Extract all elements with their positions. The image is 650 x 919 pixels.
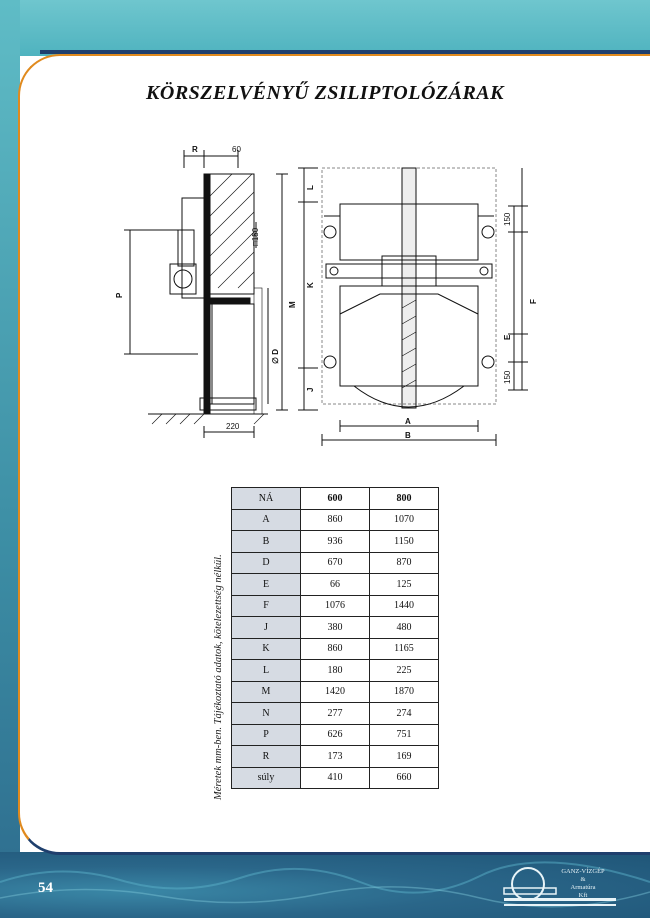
dim-label-f: F <box>529 299 538 304</box>
bottom-wave-decoration <box>0 861 650 908</box>
dim-label-r: R <box>192 145 198 154</box>
row-value-800: 870 <box>369 551 439 574</box>
header-cell-800: 800 <box>369 487 439 510</box>
row-label: L <box>231 659 301 682</box>
row-label: súly <box>231 766 301 789</box>
row-value-800: 125 <box>369 573 439 596</box>
dim-label-b: B <box>405 431 411 440</box>
left-band <box>0 0 20 918</box>
row-value-600: 1076 <box>300 594 370 617</box>
row-value-600: 1420 <box>300 680 370 703</box>
row-value-800: 1165 <box>369 637 439 660</box>
row-value-600: 380 <box>300 616 370 639</box>
technical-drawing: R 60 □150 P M ∅ D 220 L K J A B F E 150 … <box>115 145 538 446</box>
table-header-row: NÁ 600 800 <box>231 487 439 510</box>
row-value-800: 225 <box>369 659 439 682</box>
page-number: 54 <box>38 880 53 896</box>
header-cell-600: 600 <box>300 487 370 510</box>
dim-label-m: M <box>288 301 297 308</box>
row-value-600: 860 <box>300 637 370 660</box>
logo-line-2: & <box>580 876 586 883</box>
top-band <box>0 0 650 56</box>
row-value-600: 410 <box>300 766 370 789</box>
row-value-800: 169 <box>369 745 439 768</box>
row-value-800: 1150 <box>369 530 439 553</box>
front-view <box>298 167 528 446</box>
row-value-800: 1070 <box>369 508 439 531</box>
row-value-800: 274 <box>369 702 439 725</box>
row-value-600: 180 <box>300 659 370 682</box>
dim-label-220: 220 <box>226 422 240 431</box>
dim-label-150-bottom: 150 <box>503 370 512 384</box>
row-label: R <box>231 745 301 768</box>
row-label: E <box>231 573 301 596</box>
row-label: B <box>231 530 301 553</box>
row-value-800: 1870 <box>369 680 439 703</box>
header-cell-na: NÁ <box>231 487 301 510</box>
dim-label-e: E <box>503 334 512 340</box>
dim-label-150-top: 150 <box>503 212 512 226</box>
row-value-800: 1440 <box>369 594 439 617</box>
row-label: N <box>231 702 301 725</box>
row-label: D <box>231 551 301 574</box>
company-logo: GANZ-VÍZGÉP & Armatúra Kft <box>500 858 620 914</box>
row-label: J <box>231 616 301 639</box>
row-value-800: 480 <box>369 616 439 639</box>
row-label: P <box>231 723 301 746</box>
dim-label-p: P <box>115 292 124 298</box>
logo-line-1: GANZ-VÍZGÉP <box>561 868 605 875</box>
row-label: K <box>231 637 301 660</box>
dim-label-l: L <box>306 185 315 190</box>
row-value-600: 173 <box>300 745 370 768</box>
row-value-800: 660 <box>369 766 439 789</box>
row-value-600: 626 <box>300 723 370 746</box>
row-value-600: 860 <box>300 508 370 531</box>
dim-label-60: 60 <box>232 145 241 154</box>
top-band-line <box>40 50 650 54</box>
row-label: A <box>231 508 301 531</box>
dimensions-note: Méretek mm-ben. Tájékoztató adatok, köte… <box>213 554 224 800</box>
row-value-600: 66 <box>300 573 370 596</box>
row-label: F <box>231 594 301 617</box>
row-label: M <box>231 680 301 703</box>
row-value-600: 277 <box>300 702 370 725</box>
dim-label-k: K <box>306 282 315 288</box>
dim-label-j: J <box>306 388 315 392</box>
row-value-600: 936 <box>300 530 370 553</box>
logo-emblem-icon <box>503 867 616 906</box>
logo-line-4: Kft <box>578 892 588 899</box>
side-section-view <box>124 150 288 438</box>
row-value-600: 670 <box>300 551 370 574</box>
page-title: KÖRSZELVÉNYŰ ZSILIPTOLÓZÁRAK <box>146 82 504 104</box>
dim-label-d: ∅ D <box>271 349 280 364</box>
dim-label-sq150: □150 <box>251 227 260 246</box>
logo-text: GANZ-VÍZGÉP & Armatúra Kft <box>552 868 614 900</box>
logo-line-3: Armatúra <box>570 884 596 891</box>
dim-label-a: A <box>405 417 411 426</box>
row-value-800: 751 <box>369 723 439 746</box>
